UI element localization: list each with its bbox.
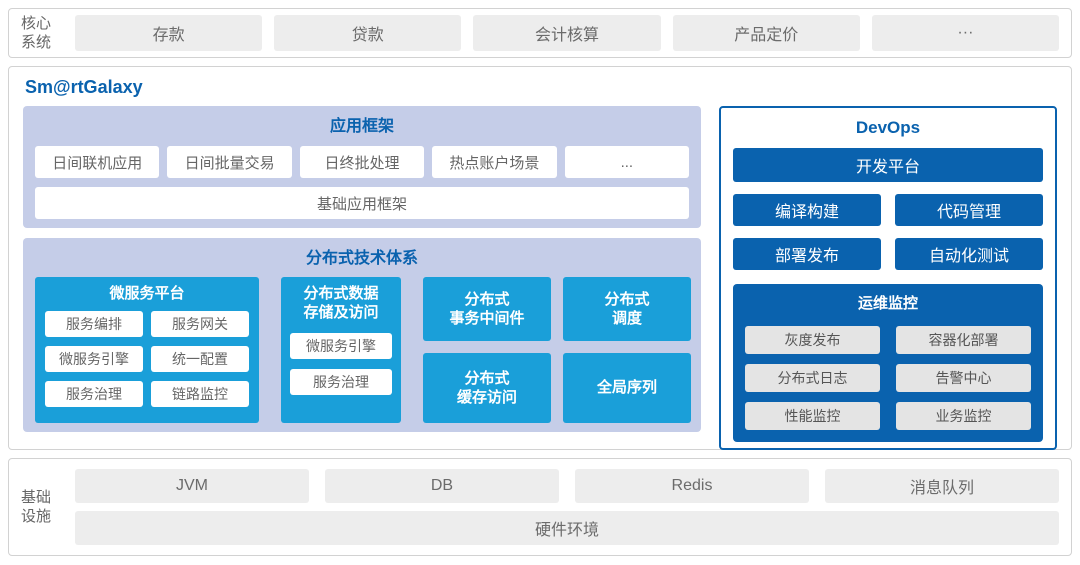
app-framework-title: 应用框架 — [329, 118, 394, 135]
business-monitoring: 业务监控 — [896, 402, 1031, 430]
smartgalaxy-body: 应用框架 日间联机应用 日间批量交易 日终批处理 热点账户场景 ... 基础应用… — [23, 106, 1057, 450]
devops-row-2: 部署发布 自动化测试 — [733, 238, 1043, 270]
cells-col-1: 分布式 事务中间件 分布式 缓存访问 — [423, 277, 551, 423]
gray-release: 灰度发布 — [745, 326, 880, 354]
ops-monitoring: 运维监控 灰度发布 容器化部署 分布式日志 告警中心 性能监控 业务监控 — [733, 284, 1043, 442]
svc-orchestration: 服务编排 — [45, 310, 143, 337]
left-column: 应用框架 日间联机应用 日间批量交易 日终批处理 热点账户场景 ... 基础应用… — [23, 106, 701, 450]
microservice-platform-title: 微服务平台 — [109, 285, 185, 302]
svc-gateway: 服务网关 — [151, 310, 249, 337]
core-system-pricing: 产品定价 — [672, 15, 860, 51]
core-systems-label: 核心 系统 — [21, 14, 52, 52]
hardware-environment: 硬件环境 — [75, 511, 1059, 545]
core-system-deposit: 存款 — [75, 15, 263, 51]
container-deploy: 容器化部署 — [896, 326, 1031, 354]
distributed-panel: 分布式技术体系 微服务平台 服务编排 服务网关 微服务引擎 统一配置 服务治理 … — [23, 238, 701, 432]
distributed-logging: 分布式日志 — [745, 364, 880, 392]
infrastructure-content: JVM DB Redis 消息队列 硬件环境 — [75, 469, 1059, 545]
svc-config: 统一配置 — [151, 345, 249, 372]
infra-jvm: JVM — [75, 469, 309, 503]
automated-testing: 自动化测试 — [895, 238, 1043, 270]
deploy-release: 部署发布 — [733, 238, 881, 270]
distributed-grid: 微服务平台 服务编排 服务网关 微服务引擎 统一配置 服务治理 链路监控 分布式… — [35, 277, 691, 423]
infrastructure-row: JVM DB Redis 消息队列 — [75, 469, 1059, 503]
performance-monitoring: 性能监控 — [745, 402, 880, 430]
devops-panel: DevOps 开发平台 编译构建 代码管理 部署发布 自动化测试 运维监控 灰度… — [719, 106, 1057, 450]
core-systems-section: 核心 系统 存款 贷款 会计核算 产品定价 ··· — [8, 8, 1072, 58]
app-batch-trade: 日间批量交易 — [167, 146, 292, 178]
infra-mq: 消息队列 — [825, 469, 1059, 503]
core-systems-list: 存款 贷款 会计核算 产品定价 ··· — [75, 15, 1060, 51]
data-storage: 分布式数据 存储及访问 微服务引擎 服务治理 — [281, 277, 401, 423]
infra-redis: Redis — [575, 469, 809, 503]
build-compile: 编译构建 — [733, 194, 881, 226]
scheduler-cell: 分布式 调度 — [563, 277, 691, 341]
distributed-title: 分布式技术体系 — [305, 250, 418, 267]
devops-row-1: 编译构建 代码管理 — [733, 194, 1043, 226]
infra-db: DB — [325, 469, 559, 503]
monitor-row-2: 分布式日志 告警中心 — [745, 364, 1031, 392]
code-management: 代码管理 — [895, 194, 1043, 226]
core-system-ellipsis: ··· — [871, 15, 1060, 51]
dev-platform: 开发平台 — [733, 148, 1043, 182]
svc-governance: 服务治理 — [45, 380, 143, 407]
cells-col-2: 分布式 调度 全局序列 — [563, 277, 691, 423]
alert-center: 告警中心 — [896, 364, 1031, 392]
global-sequence-cell: 全局序列 — [563, 353, 691, 423]
smartgalaxy-panel: Sm@rtGalaxy 应用框架 日间联机应用 日间批量交易 日终批处理 热点账… — [8, 66, 1072, 450]
app-online: 日间联机应用 — [35, 146, 160, 178]
infrastructure-label: 基础 设施 — [21, 488, 52, 526]
app-eod-batch: 日终批处理 — [299, 146, 425, 178]
svc-tracing: 链路监控 — [151, 380, 249, 407]
ops-monitoring-title: 运维监控 — [857, 295, 918, 312]
data-storage-title: 分布式数据 存储及访问 — [303, 285, 379, 321]
storage-engine: 微服务引擎 — [290, 332, 392, 359]
app-hot-account: 热点账户场景 — [432, 146, 557, 178]
core-system-loan: 贷款 — [274, 15, 462, 51]
core-system-accounting: 会计核算 — [473, 15, 661, 51]
storage-governance: 服务治理 — [290, 368, 392, 395]
app-framework-row: 日间联机应用 日间批量交易 日终批处理 热点账户场景 ... — [35, 146, 690, 178]
microservice-grid: 服务编排 服务网关 微服务引擎 统一配置 服务治理 链路监控 — [45, 310, 249, 407]
cache-access-cell: 分布式 缓存访问 — [423, 353, 551, 423]
devops-title: DevOps — [855, 118, 921, 137]
microservice-platform: 微服务平台 服务编排 服务网关 微服务引擎 统一配置 服务治理 链路监控 — [35, 277, 259, 423]
app-framework-panel: 应用框架 日间联机应用 日间批量交易 日终批处理 热点账户场景 ... 基础应用… — [23, 106, 701, 228]
smartgalaxy-title: Sm@rtGalaxy — [25, 77, 143, 97]
monitor-row-1: 灰度发布 容器化部署 — [745, 326, 1031, 354]
base-app-framework: 基础应用框架 — [35, 187, 689, 219]
infrastructure-section: 基础 设施 JVM DB Redis 消息队列 硬件环境 — [8, 458, 1072, 556]
app-ellipsis: ... — [564, 146, 690, 178]
tx-middleware-cell: 分布式 事务中间件 — [423, 277, 551, 341]
monitor-row-3: 性能监控 业务监控 — [745, 402, 1031, 430]
svc-engine: 微服务引擎 — [45, 345, 143, 372]
